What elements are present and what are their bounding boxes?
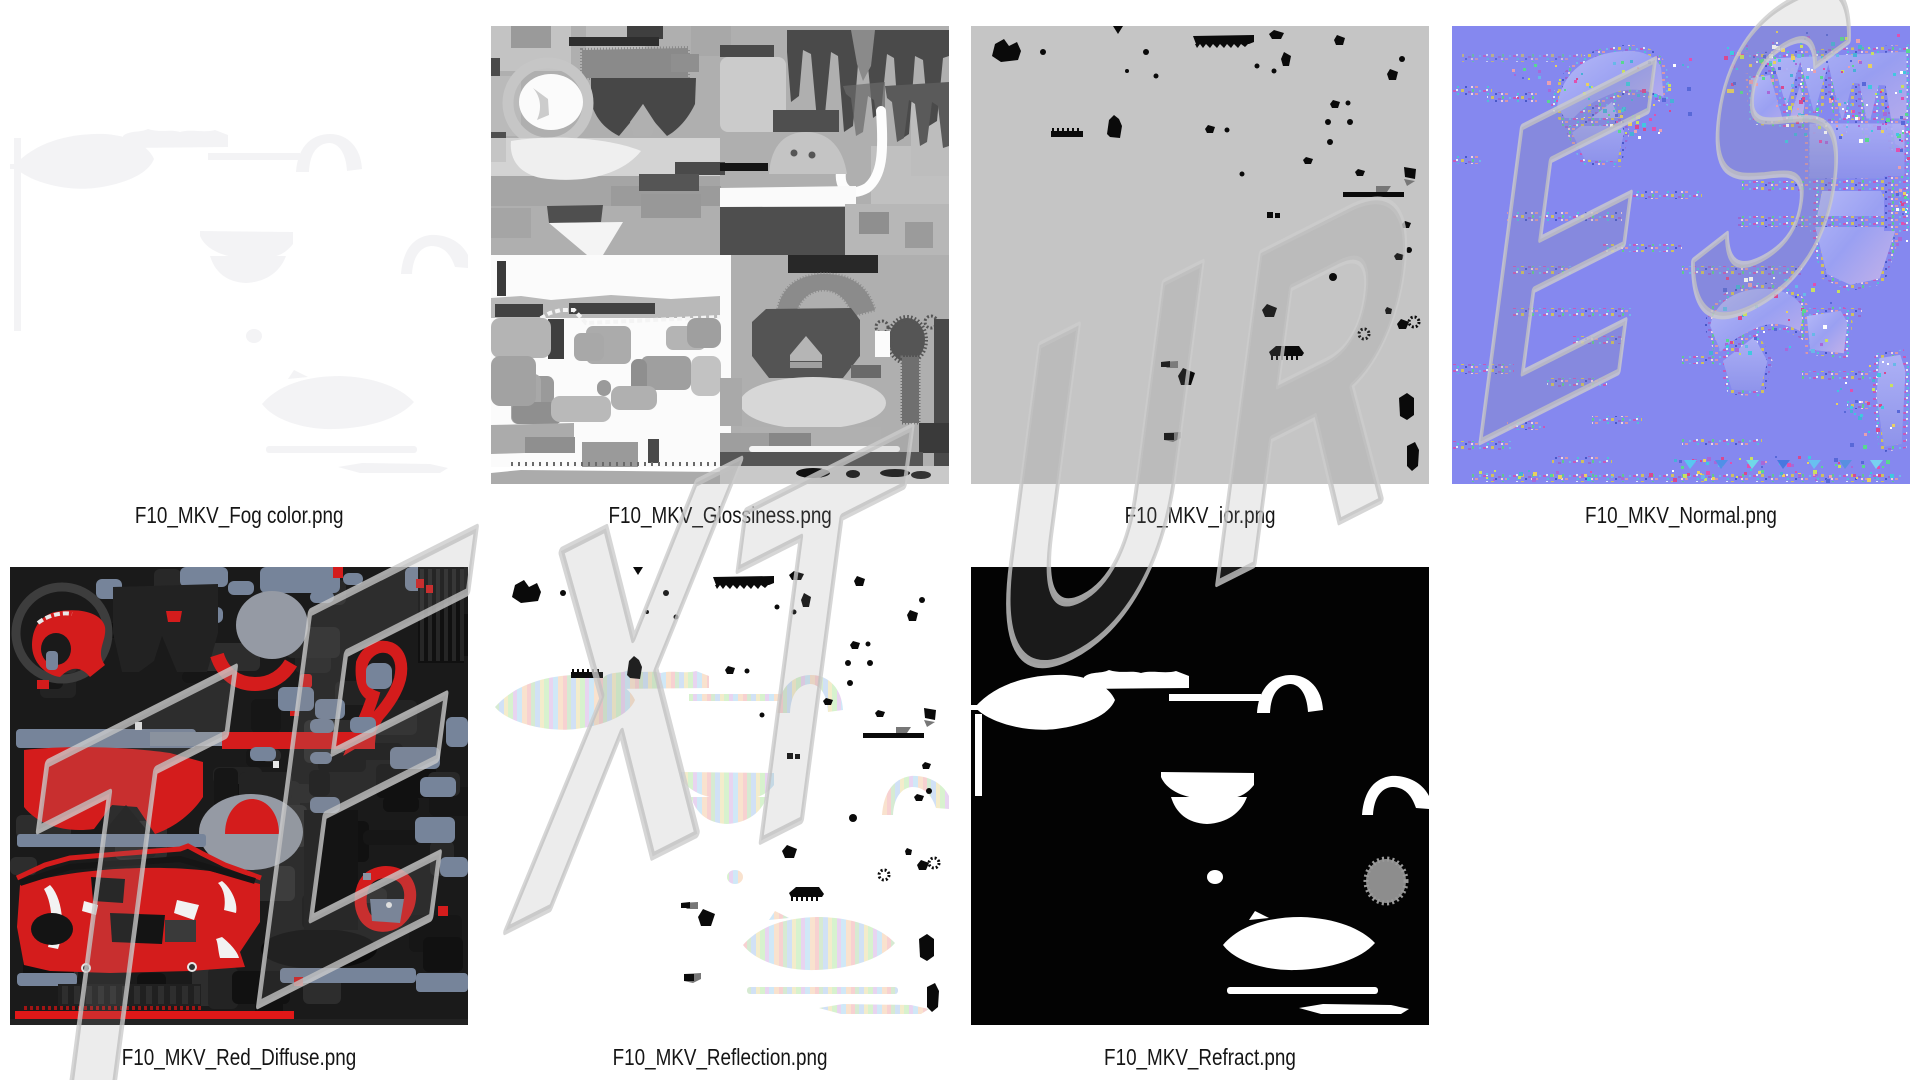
svg-text:U: U	[964, 147, 1233, 806]
svg-text:E: E	[222, 397, 511, 1080]
svg-text:T: T	[0, 539, 256, 1080]
svg-text:E: E	[1451, 0, 1683, 547]
svg-text:S: S	[1664, 0, 1884, 435]
